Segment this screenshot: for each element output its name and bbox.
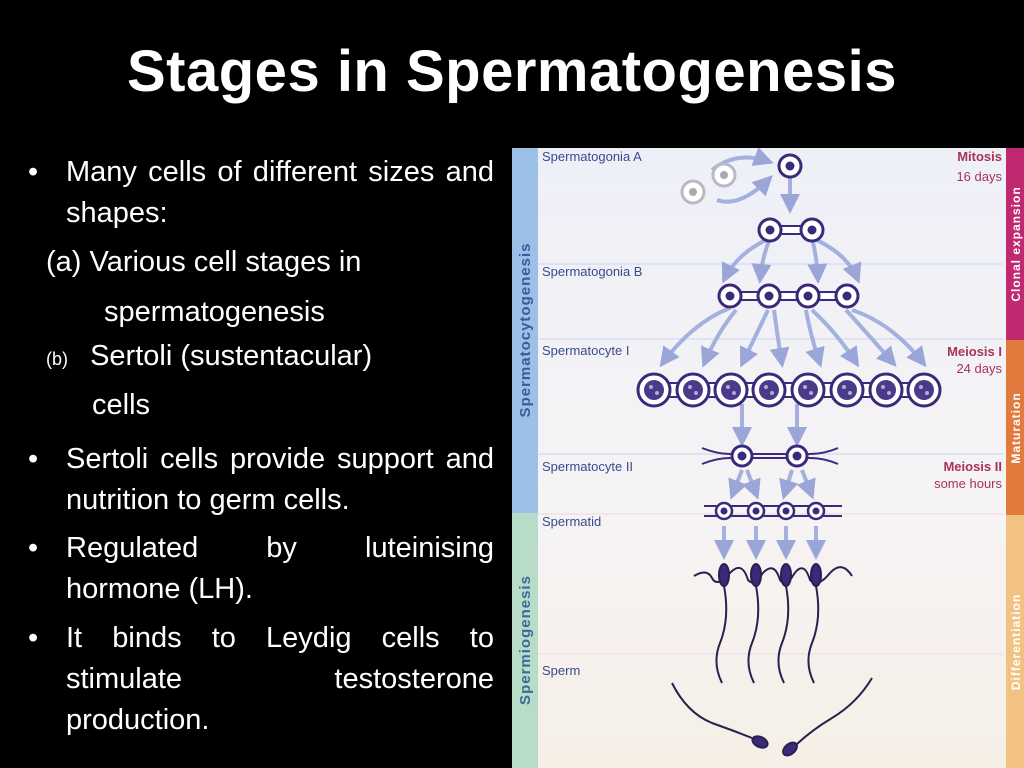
phase-time-meiosis-1: 24 days <box>956 361 1002 376</box>
phase-time-mitosis: 16 days <box>956 169 1002 184</box>
phase-label-meiosis-1: Meiosis I <box>947 344 1002 359</box>
stage-label-spermatogonia-a: Spermatogonia A <box>542 149 642 164</box>
spermatocyte-1-cells <box>636 372 942 408</box>
sub-item-b: (b) Sertoli (sustentacular) <box>46 336 372 380</box>
spermatocyte-2-cells <box>701 444 839 468</box>
sub-text-b2: cells <box>92 389 151 421</box>
bullet-text: Regulated by luteinising hormone (LH). <box>66 532 494 605</box>
band-label-differentiation: Differentiation <box>1009 594 1023 690</box>
stage-label-spermatocyte-2: Spermatocyte II <box>542 459 633 474</box>
sub-item-a: (a) Various cell stages in <box>46 242 361 283</box>
free-sperm <box>671 677 873 757</box>
spermatogonia-pair <box>757 217 825 243</box>
spermatogonia-a-cells <box>680 153 803 205</box>
bullet-dot: • <box>28 622 39 654</box>
bullet-dot: • <box>28 443 39 475</box>
phase-label-mitosis: Mitosis <box>957 149 1002 164</box>
band-label-spermiogenesis: Spermiogenesis <box>517 575 534 705</box>
stage-label-spermatocyte-1: Spermatocyte I <box>542 343 629 358</box>
bullet-dot: • <box>28 532 39 564</box>
right-band-clonal <box>1006 148 1024 340</box>
band-label-maturation: Maturation <box>1009 392 1023 463</box>
stage-label-spermatid: Spermatid <box>542 514 601 529</box>
bullet-text: Sertoli cells provide support and nutrit… <box>66 443 494 516</box>
left-band-spermiogenesis <box>512 513 538 768</box>
spermatogenesis-diagram: Spermatocytogenesis Spermiogenesis Clona… <box>512 148 1024 768</box>
right-band-maturation <box>1006 340 1024 515</box>
band-label-spermatocytogenesis: Spermatocytogenesis <box>517 243 534 418</box>
bullet-dot: • <box>28 156 39 188</box>
elongating-spermatids <box>693 563 853 684</box>
sub-text-b1: Sertoli (sustentacular) <box>90 340 373 372</box>
sub-text-a1: Various cell stages in <box>89 246 362 278</box>
stage-label-spermatogonia-b: Spermatogonia B <box>542 264 642 279</box>
left-band-spermatocytogenesis <box>512 148 538 513</box>
bullet-text: It binds to Leydig cells to stimulate te… <box>66 622 494 736</box>
sub-marker-b: (b) <box>46 349 68 369</box>
spermatid-cells <box>704 501 842 521</box>
division-arrows <box>659 148 927 560</box>
band-label-clonal: Clonal expansion <box>1009 186 1023 301</box>
slide-title: Stages in Spermatogenesis <box>127 39 897 104</box>
sub-text-a2: spermatogenesis <box>104 296 325 328</box>
phase-time-meiosis-2: some hours <box>934 476 1002 491</box>
stage-label-sperm: Sperm <box>542 663 580 678</box>
sub-marker-a: (a) <box>46 246 82 278</box>
right-band-differentiation <box>1006 515 1024 768</box>
spermatogonia-b-cells <box>717 283 860 309</box>
phase-label-meiosis-2: Meiosis II <box>943 459 1002 474</box>
bullet-text: Many cells of different sizes and shapes… <box>66 156 494 229</box>
